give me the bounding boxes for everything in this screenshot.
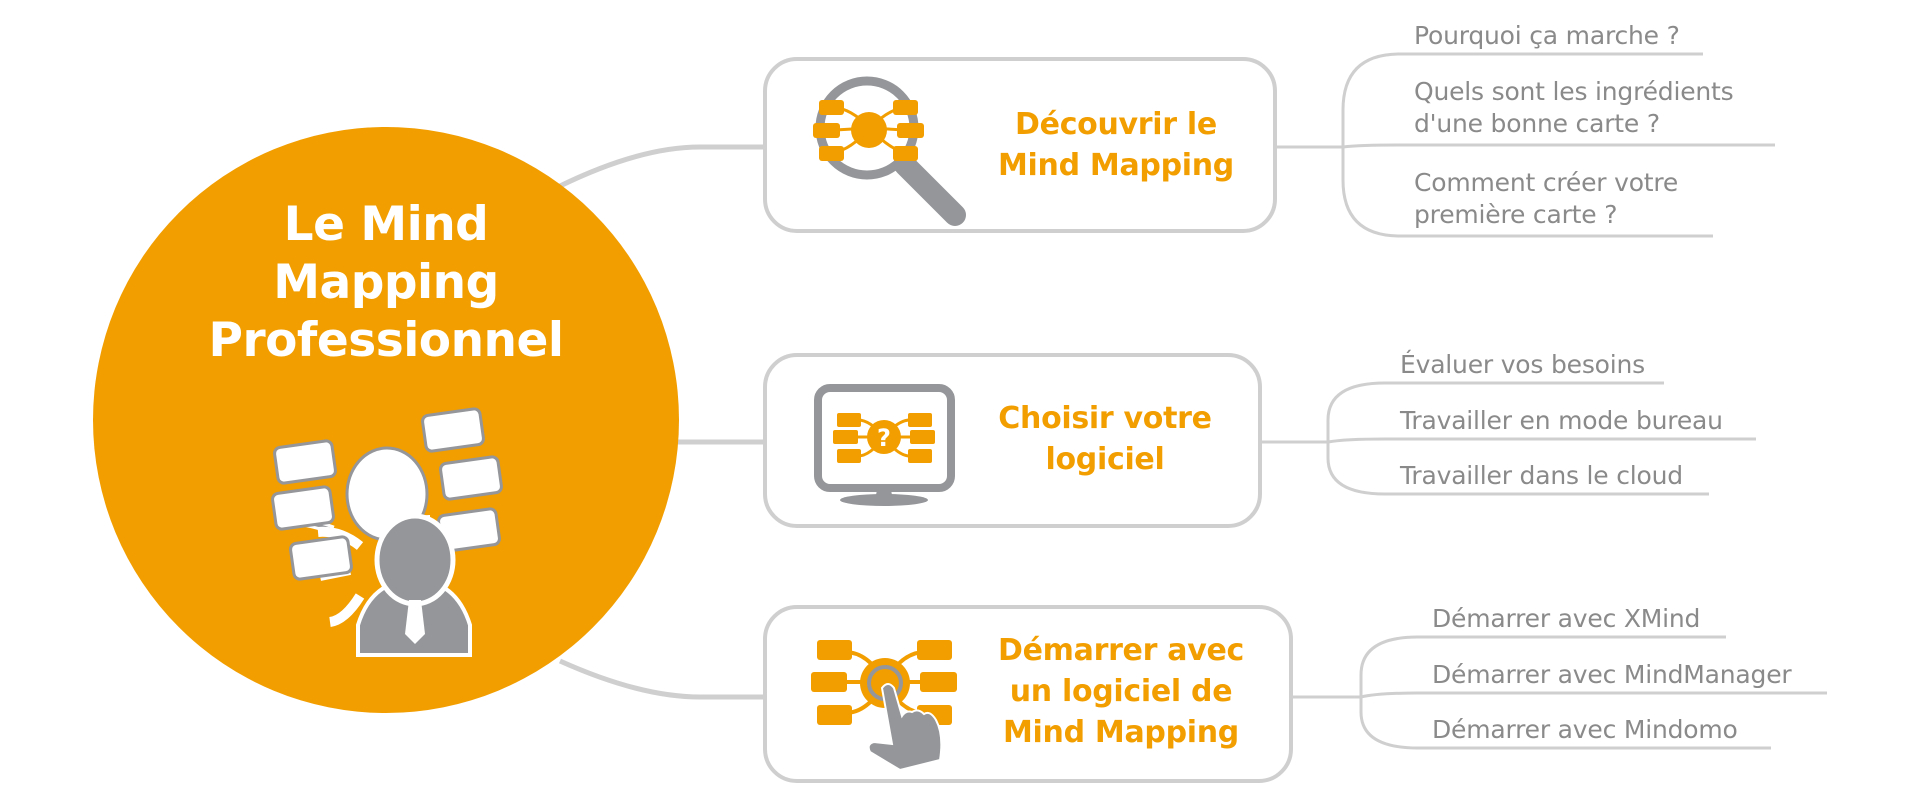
central-node [93,127,679,713]
subtopic-connectors [1262,52,1827,750]
hand-touch-mind-map-icon [811,640,957,772]
svg-text:?: ? [877,424,891,452]
branch-label-1: Découvrir le Mind Mapping [980,104,1252,186]
central-topic-title: Le Mind Mapping Professionnel [140,196,632,370]
subtopic-2-3[interactable]: Travailler dans le cloud [1400,460,1683,492]
subtopic-3-2[interactable]: Démarrer avec MindManager [1432,659,1792,691]
connector-branch-1 [558,144,765,189]
central-connectors [558,144,765,700]
magnifier-mind-map-icon [813,76,966,226]
branch-label-line: Découvrir le [1015,107,1217,142]
subtopic-line: Quels sont les ingrédients [1414,77,1734,106]
subtopic-1-3[interactable]: Comment créer votre première carte ? [1414,167,1678,231]
branch-label-line: Mind Mapping [998,148,1234,183]
branch-label-line: logiciel [1045,442,1165,477]
branch-node-2[interactable] [763,353,1262,528]
sub-underline [1342,143,1775,149]
sub-underline [1327,437,1756,444]
branch-node-1[interactable] [763,57,1277,233]
subtopic-line: Démarrer avec MindManager [1432,660,1792,689]
branch-label-line: Choisir votre [998,401,1212,436]
subtopic-3-1[interactable]: Démarrer avec XMind [1432,603,1700,635]
central-title-line: Le Mind [283,197,489,252]
branch-label-2: Choisir votre logiciel [970,398,1240,480]
central-title-line: Professionnel [208,313,565,368]
monitor-question-mind-map-icon: ? [814,384,955,506]
subtopic-line: Travailler dans le cloud [1400,461,1683,490]
branch-label-3: Démarrer avec un logiciel de Mind Mappin… [980,630,1262,753]
subtopic-line: Pourquoi ça marche ? [1414,21,1680,50]
subtopic-1-1[interactable]: Pourquoi ça marche ? [1414,20,1680,52]
mind-map-person-icon [271,407,503,657]
subtopic-line: Comment créer votre [1414,168,1679,197]
subtopic-line: Travailler en mode bureau [1400,406,1723,435]
subtopic-2-2[interactable]: Travailler en mode bureau [1400,405,1723,437]
branch-label-line: un logiciel de [1009,674,1233,709]
sub-underline [1360,691,1827,699]
branch-label-line: Démarrer avec [998,633,1244,668]
subtopic-3-3[interactable]: Démarrer avec Mindomo [1432,714,1738,746]
subtopic-line: d'une bonne carte ? [1414,109,1660,138]
subtopic-line: Démarrer avec Mindomo [1432,715,1738,744]
branch-label-line: Mind Mapping [1003,715,1239,750]
subtopic-2-1[interactable]: Évaluer vos besoins [1400,349,1645,381]
branch-node-3[interactable] [763,605,1293,783]
connector-branch-3 [558,658,765,700]
subtopic-line: Démarrer avec XMind [1432,604,1701,633]
subtopic-line: Évaluer vos besoins [1400,350,1645,379]
subtopic-line: première carte ? [1414,200,1618,229]
central-title-line: Mapping [273,255,499,310]
subtopic-1-2[interactable]: Quels sont les ingrédients d'une bonne c… [1414,76,1734,140]
